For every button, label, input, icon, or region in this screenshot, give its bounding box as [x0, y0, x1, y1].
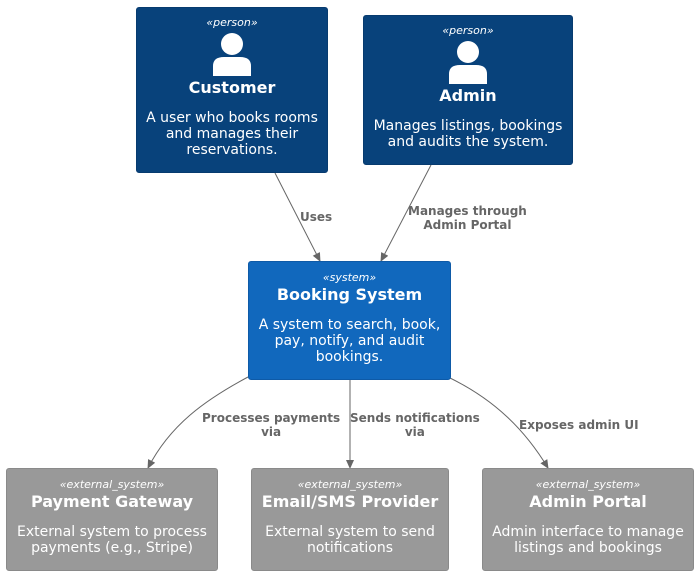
edge-booking-to-payment: [147, 376, 249, 469]
person-icon: [449, 41, 487, 84]
edge-booking-to-portal: [449, 377, 549, 469]
payment-stereotype: «external_system»: [59, 478, 165, 491]
payment-gateway-box[interactable]: «external_system» Payment Gateway Extern…: [6, 468, 218, 571]
admin-title: Admin: [439, 86, 497, 105]
booking-system-box[interactable]: «system» Booking System A system to sear…: [248, 261, 451, 380]
portal-stereotype: «external_system»: [535, 478, 641, 491]
email-sms-provider-box[interactable]: «external_system» Email/SMS Provider Ext…: [251, 468, 449, 571]
admin-portal-box[interactable]: «external_system» Admin Portal Admin int…: [482, 468, 694, 571]
payment-title: Payment Gateway: [30, 492, 194, 511]
booking-stereotype: «system»: [322, 271, 377, 284]
booking-description: A system to search, book, pay, notify, a…: [258, 317, 441, 365]
customer-person-box[interactable]: «person» Customer A user who books rooms…: [136, 7, 328, 173]
email-title: Email/SMS Provider: [261, 492, 439, 511]
relation-label-manages: Manages through Admin Portal: [408, 204, 527, 232]
person-icon: [213, 33, 251, 76]
relation-label-payments: Processes payments via: [202, 411, 341, 439]
email-description: External system to send notifications: [265, 524, 435, 556]
payment-description: External system to process payments (e.g…: [17, 524, 207, 556]
portal-description: Admin interface to manage listings and b…: [492, 524, 684, 556]
admin-person-box[interactable]: «person» Admin Manages listings, booking…: [363, 15, 573, 165]
booking-title: Booking System: [276, 285, 423, 304]
customer-stereotype: «person»: [206, 16, 258, 29]
relation-label-notifications: Sends notifications via: [350, 411, 480, 439]
admin-stereotype: «person»: [442, 24, 494, 37]
relation-label-uses: Uses: [300, 210, 333, 224]
customer-description: A user who books rooms and manages their…: [146, 110, 318, 158]
edge-customer-to-booking: [274, 172, 321, 262]
relation-label-exposes: Exposes admin UI: [519, 418, 639, 432]
admin-description: Manages listings, bookings and audits th…: [373, 118, 563, 150]
email-stereotype: «external_system»: [297, 478, 403, 491]
customer-title: Customer: [188, 78, 276, 97]
portal-title: Admin Portal: [529, 492, 647, 511]
edge-admin-to-booking: [380, 164, 432, 262]
